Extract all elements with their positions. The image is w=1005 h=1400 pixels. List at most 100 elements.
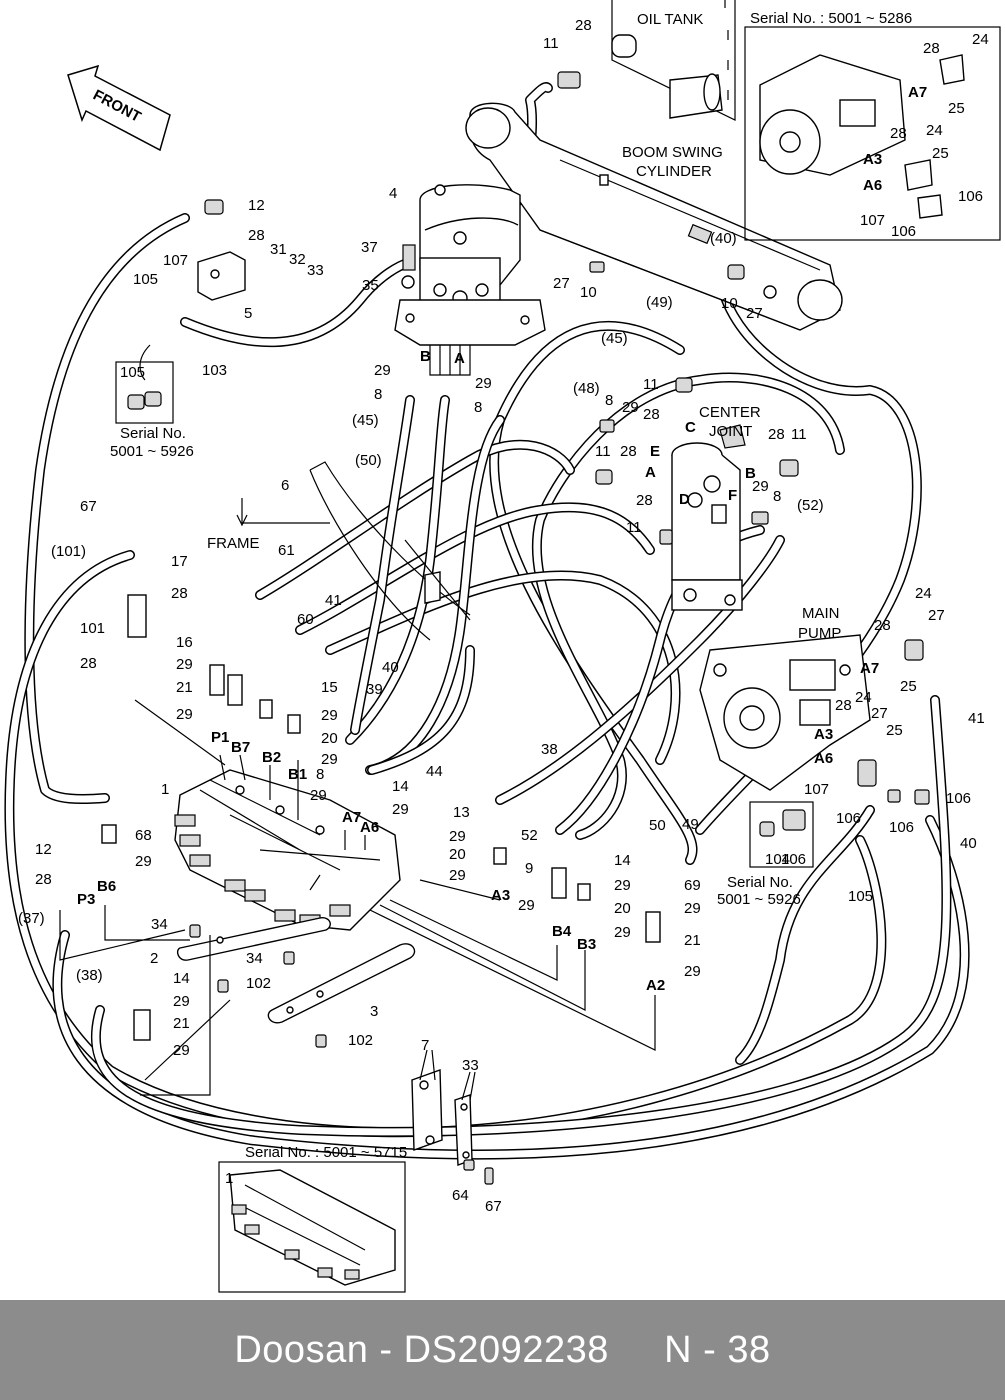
callout-101p: (101) <box>51 543 86 560</box>
callout-11e: 11 <box>626 519 642 536</box>
callout-A: A <box>454 350 465 367</box>
callout-39: 38 <box>541 741 558 758</box>
inset-callout-103: 106 <box>891 223 916 240</box>
inset-callout-A2: A6 <box>863 177 882 194</box>
callout-labels: 28 11 4 12 28 31 32 33 107 105 5 103 105… <box>18 17 989 1215</box>
footer-gap <box>609 1329 664 1372</box>
callout-A2: A6 <box>360 819 379 836</box>
callout-106: 106 <box>889 819 914 836</box>
callout-A1: A3 <box>491 887 510 904</box>
control-valve <box>174 769 401 931</box>
oil-tank <box>611 0 736 121</box>
oil-tank-label: OIL TANK <box>637 11 703 28</box>
footer-sep: - <box>368 1328 404 1371</box>
callout-4: 4 <box>389 185 397 202</box>
main-pump <box>699 634 871 791</box>
callout-24a: 24 <box>855 689 872 706</box>
callout-38p: (38) <box>76 967 103 984</box>
front-arrow <box>67 64 171 152</box>
callout-6: 6 <box>281 477 289 494</box>
inset-callout-24b: 24 <box>926 122 943 139</box>
callout-B7: P1 <box>211 729 229 746</box>
callout-52p: (52) <box>797 497 824 514</box>
inset-callout-107: 107 <box>860 212 885 229</box>
callout-30: 32 <box>289 251 306 268</box>
inset-callout-25: 25 <box>948 100 965 117</box>
inset-top-right-serial: Serial No. : 5001 ~ 5286 <box>750 10 912 27</box>
callout-28a: 27 <box>871 705 888 722</box>
fittings <box>101 71 930 1185</box>
callout-A3b: A7 <box>860 660 879 677</box>
inset-bottom-callout-1: 1 <box>225 1170 233 1187</box>
callout-33b: 34 <box>246 950 263 967</box>
main-pump-label-2: PUMP <box>798 625 841 642</box>
callout-102: 103 <box>202 362 227 379</box>
frame-outline <box>236 461 471 641</box>
callout-67: 101 <box>80 620 105 637</box>
callout-26j: 28 <box>768 426 785 443</box>
callout-B1: A2 <box>646 977 665 994</box>
inset-bottom <box>218 1161 406 1293</box>
boom-swing-label-1: BOOM SWING <box>622 144 723 161</box>
callout-104b: 105 <box>120 364 145 381</box>
callout-27q: 29 <box>684 900 701 917</box>
callout-24b: 24 <box>915 585 932 602</box>
callout-37p: (37) <box>18 910 45 927</box>
callout-103: 106 <box>781 851 806 868</box>
inset-right-serial-2: 5001 ~ 5926 <box>717 891 801 908</box>
callout-26h: 28 <box>643 406 660 423</box>
callout-34: 35 <box>362 277 379 294</box>
callout-33a: 34 <box>151 916 168 933</box>
inset-callout-26b: 28 <box>890 125 907 142</box>
callout-12b: 12 <box>35 841 52 858</box>
callout-26g: 28 <box>874 617 891 634</box>
inset-left <box>115 344 174 424</box>
callout-10b: 10 <box>721 295 738 312</box>
callout-27s: 29 <box>622 399 639 416</box>
callout-F: F <box>728 487 737 504</box>
callout-40: 44 <box>426 763 443 780</box>
callout-28c: 27 <box>553 275 570 292</box>
bracket-2 <box>176 917 331 961</box>
callout-25a: 25 <box>886 722 903 739</box>
callout-17: 16 <box>176 634 193 651</box>
callout-23b: 21 <box>173 1015 190 1032</box>
callout-21: 20 <box>321 730 338 747</box>
callout-10a: 10 <box>580 284 597 301</box>
inset-callout-105: 106 <box>958 188 983 205</box>
callout-32: 33 <box>462 1057 479 1074</box>
inset-callout-24: 24 <box>972 31 989 48</box>
callout-27n: 29 <box>518 897 535 914</box>
callout-27p: 29 <box>614 924 631 941</box>
callout-37: 40 <box>960 835 977 852</box>
callout-21b: 20 <box>449 846 466 863</box>
hoses <box>4 82 970 1160</box>
block-5 <box>197 199 246 301</box>
callout-21c: 20 <box>614 900 631 917</box>
callout-13: 13 <box>453 804 470 821</box>
callout-12: 12 <box>248 197 265 214</box>
callout-64: 69 <box>684 877 701 894</box>
callout-26e: 28 <box>35 871 52 888</box>
callout-27i: 29 <box>135 853 152 870</box>
callout-105: 106 <box>946 790 971 807</box>
callout-8b: 8 <box>474 399 482 416</box>
callout-26: 28 <box>575 17 592 34</box>
center-joint-label-2: JOINT <box>709 423 752 440</box>
callout-107b: 107 <box>804 781 829 798</box>
callout-60: 67 <box>485 1198 502 1215</box>
callout-69: 104 <box>765 851 790 868</box>
swing-motor <box>394 184 546 376</box>
callout-27a: 29 <box>374 362 391 379</box>
callout-A2b: A6 <box>814 750 833 767</box>
callout-27e: 29 <box>321 707 338 724</box>
hydraulic-piping-diagram: OIL TANK BOOM SWING CYLINDER <box>4 0 1001 1293</box>
boom-swing-label-2: CYLINDER <box>636 163 712 180</box>
callout-C: C <box>685 419 696 436</box>
inset-bottom-serial: Serial No. : 5001 ~ 5715 <box>245 1144 407 1161</box>
callout-20: 17 <box>171 553 188 570</box>
callout-50p: (50) <box>355 452 382 469</box>
callout-27d: 29 <box>176 706 193 723</box>
callout-23c: 21 <box>684 932 701 949</box>
inset-right-serial-1: Serial No. <box>727 874 793 891</box>
